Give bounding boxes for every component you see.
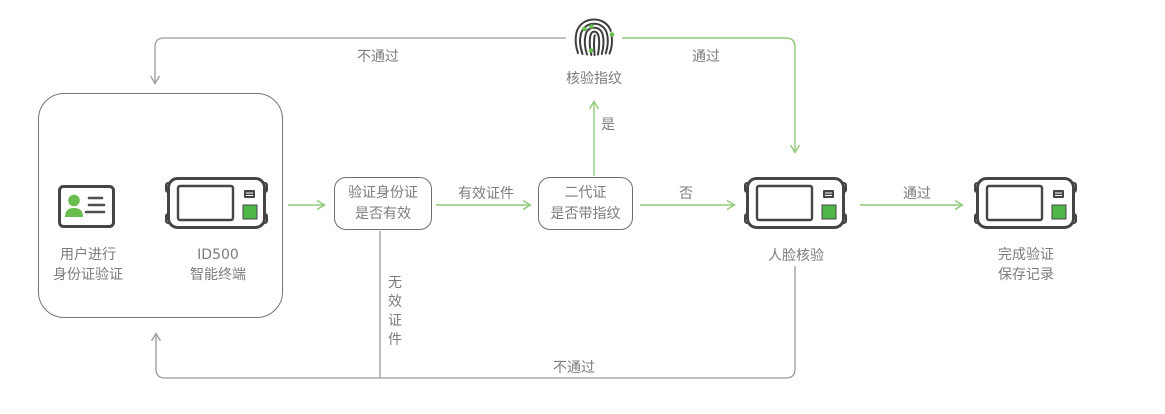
node-verify-id: 验证身份证 是否有效: [334, 177, 432, 230]
user-card-label-line1: 用户进行: [60, 247, 116, 263]
node-verify-id-line1: 验证身份证: [348, 184, 418, 201]
face-check-terminal-icon: [744, 177, 847, 229]
fingerprint-check-label: 核验指纹: [566, 71, 622, 87]
node-verify-id-line2: 是否有效: [355, 205, 411, 222]
edge-no-label: 否: [679, 186, 693, 202]
edge-yes-label: 是: [601, 117, 615, 133]
node-second-gen-id: 二代证 是否带指纹: [538, 177, 633, 230]
node-second-gen-id-line1: 二代证: [564, 184, 607, 201]
edge-fail-bottom-label: 不通过: [553, 360, 595, 376]
terminal-label-line1: ID500: [197, 247, 239, 263]
id500-terminal-icon: [165, 177, 268, 229]
edge-valid-doc-label: 有效证件: [458, 186, 514, 202]
user-card-label-line2: 身份证验证: [53, 267, 123, 283]
id-card-icon: [58, 185, 115, 228]
edge-pass-top-label: 通过: [692, 49, 720, 65]
edge-pass-mid-label: 通过: [903, 186, 931, 202]
finish-terminal-icon: [974, 177, 1077, 229]
finish-label-line1: 完成验证: [998, 247, 1054, 263]
edge-fail-top-label: 不通过: [357, 49, 399, 65]
node-second-gen-id-line2: 是否带指纹: [550, 205, 621, 222]
edge-invalid-doc-label: 无效证件: [388, 275, 402, 348]
fingerprint-icon: [574, 18, 615, 56]
finish-label-line2: 保存记录: [998, 267, 1054, 283]
terminal-label-line2: 智能终端: [190, 267, 246, 283]
face-check-label: 人脸核验: [768, 248, 824, 264]
